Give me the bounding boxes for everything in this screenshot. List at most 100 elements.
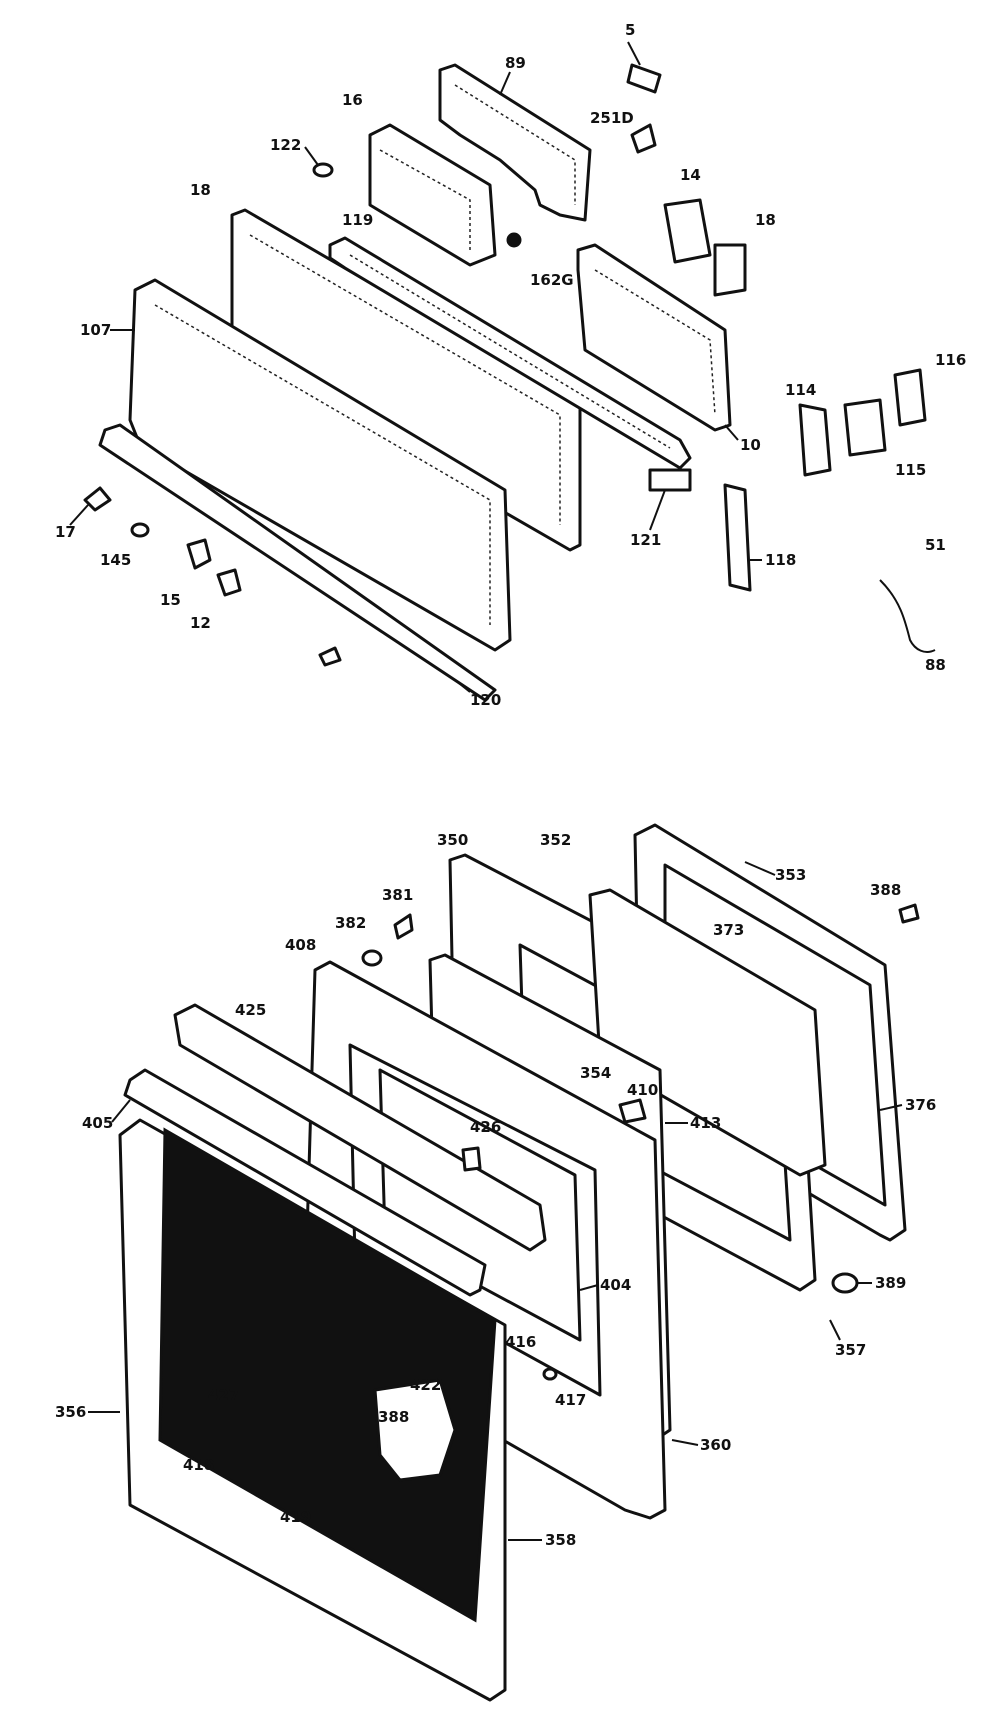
leader-122 bbox=[304, 146, 319, 166]
callout-419: 419 bbox=[280, 1508, 311, 1526]
leader-360 bbox=[671, 1439, 699, 1446]
back-panel-detail bbox=[594, 269, 716, 416]
callout-119: 119 bbox=[342, 211, 373, 229]
callout-121: 121 bbox=[630, 531, 661, 549]
callout-373: 373 bbox=[713, 921, 744, 939]
fastener-417 bbox=[542, 1367, 558, 1381]
callout-422: 422 bbox=[410, 1376, 441, 1394]
lower-assembly: 350 352 353 381 382 388 408 373 425 354 … bbox=[55, 823, 936, 1702]
fastener-382 bbox=[361, 949, 383, 967]
callout-350: 350 bbox=[437, 831, 468, 849]
callout-14: 14 bbox=[680, 166, 701, 184]
callout-376: 376 bbox=[905, 1096, 936, 1114]
leader-120 bbox=[454, 679, 471, 693]
callout-120: 120 bbox=[470, 691, 501, 709]
fastener-389 bbox=[831, 1272, 859, 1294]
round-part bbox=[506, 232, 522, 248]
callout-404: 404 bbox=[600, 1276, 631, 1294]
channel-425 bbox=[173, 1003, 547, 1252]
clock-module bbox=[368, 123, 497, 267]
knob-145 bbox=[130, 522, 150, 538]
callout-18l: 18 bbox=[190, 181, 211, 199]
callout-426: 426 bbox=[470, 1118, 501, 1136]
callout-413: 413 bbox=[690, 1114, 721, 1132]
knob-15 bbox=[186, 538, 212, 570]
fastener bbox=[312, 162, 334, 178]
callout-145: 145 bbox=[100, 551, 131, 569]
callout-251D: 251D bbox=[590, 109, 634, 127]
bracket-114 bbox=[798, 403, 832, 477]
clip-388 bbox=[898, 903, 920, 924]
callout-354: 354 bbox=[580, 1064, 611, 1082]
callout-18r: 18 bbox=[755, 211, 776, 229]
screw-381 bbox=[393, 913, 414, 940]
callout-389: 389 bbox=[875, 1274, 906, 1292]
callout-10: 10 bbox=[740, 436, 761, 454]
switch-small bbox=[713, 243, 747, 297]
switch-board-detail bbox=[349, 254, 671, 449]
callout-408: 408 bbox=[285, 936, 316, 954]
wire-harness bbox=[879, 579, 936, 653]
control-panel-frame bbox=[128, 278, 512, 652]
callout-388t: 388 bbox=[870, 881, 901, 899]
knob-17 bbox=[83, 486, 112, 512]
callout-88: 88 bbox=[925, 656, 946, 674]
callout-12: 12 bbox=[190, 614, 211, 632]
callout-360: 360 bbox=[700, 1436, 731, 1454]
callout-418: 418 bbox=[183, 1456, 214, 1474]
knob-12 bbox=[216, 568, 242, 597]
callout-162G: 162G bbox=[530, 271, 574, 289]
callout-116: 116 bbox=[935, 351, 966, 369]
callout-122: 122 bbox=[270, 136, 301, 154]
callout-388b: 388 bbox=[378, 1408, 409, 1426]
bracket-115 bbox=[843, 398, 887, 457]
callout-5: 5 bbox=[625, 21, 635, 39]
callout-405: 405 bbox=[82, 1114, 113, 1132]
wire-clip bbox=[630, 123, 657, 154]
leader-405 bbox=[111, 1099, 131, 1123]
callout-115: 115 bbox=[895, 461, 926, 479]
control-panel-inner bbox=[154, 304, 491, 625]
callout-427: 427 bbox=[208, 1386, 239, 1404]
clip-410 bbox=[618, 1098, 647, 1124]
callout-353: 353 bbox=[775, 866, 806, 884]
back-panel bbox=[576, 243, 732, 432]
callout-118: 118 bbox=[765, 551, 796, 569]
callout-107: 107 bbox=[80, 321, 111, 339]
bracket-118 bbox=[723, 483, 752, 592]
trim-strip bbox=[98, 423, 497, 702]
leader-404 bbox=[579, 1284, 599, 1291]
callout-15: 15 bbox=[160, 591, 181, 609]
top-bracket bbox=[438, 63, 592, 222]
callout-51: 51 bbox=[925, 536, 946, 554]
leader-376 bbox=[879, 1104, 903, 1111]
trim-strip-right bbox=[648, 468, 692, 492]
handle-trim-405 bbox=[123, 1068, 487, 1297]
leader-17 bbox=[69, 504, 89, 526]
callout-381: 381 bbox=[382, 886, 413, 904]
callout-114: 114 bbox=[785, 381, 816, 399]
callout-356: 356 bbox=[55, 1403, 86, 1421]
hinge-plate bbox=[373, 1378, 457, 1482]
callout-352: 352 bbox=[540, 831, 571, 849]
clip-426 bbox=[461, 1146, 482, 1172]
small-clip bbox=[318, 646, 342, 667]
callout-382: 382 bbox=[335, 914, 366, 932]
callout-89: 89 bbox=[505, 54, 526, 72]
leader-353 bbox=[744, 861, 776, 876]
leader-5 bbox=[627, 41, 641, 66]
callout-425: 425 bbox=[235, 1001, 266, 1019]
switch-board bbox=[328, 236, 692, 470]
leader-357 bbox=[829, 1319, 841, 1341]
callout-17: 17 bbox=[55, 523, 76, 541]
callout-16: 16 bbox=[342, 91, 363, 109]
callout-410: 410 bbox=[627, 1081, 658, 1099]
bracket-116 bbox=[893, 368, 927, 427]
leader-121 bbox=[649, 489, 666, 531]
knob-part bbox=[626, 63, 662, 94]
callout-357: 357 bbox=[835, 1341, 866, 1359]
dark-window bbox=[158, 1127, 497, 1623]
leader-89 bbox=[499, 71, 511, 96]
upper-assembly: 5 89 251D 16 122 14 18 119 162G 18 107 1… bbox=[55, 21, 966, 709]
